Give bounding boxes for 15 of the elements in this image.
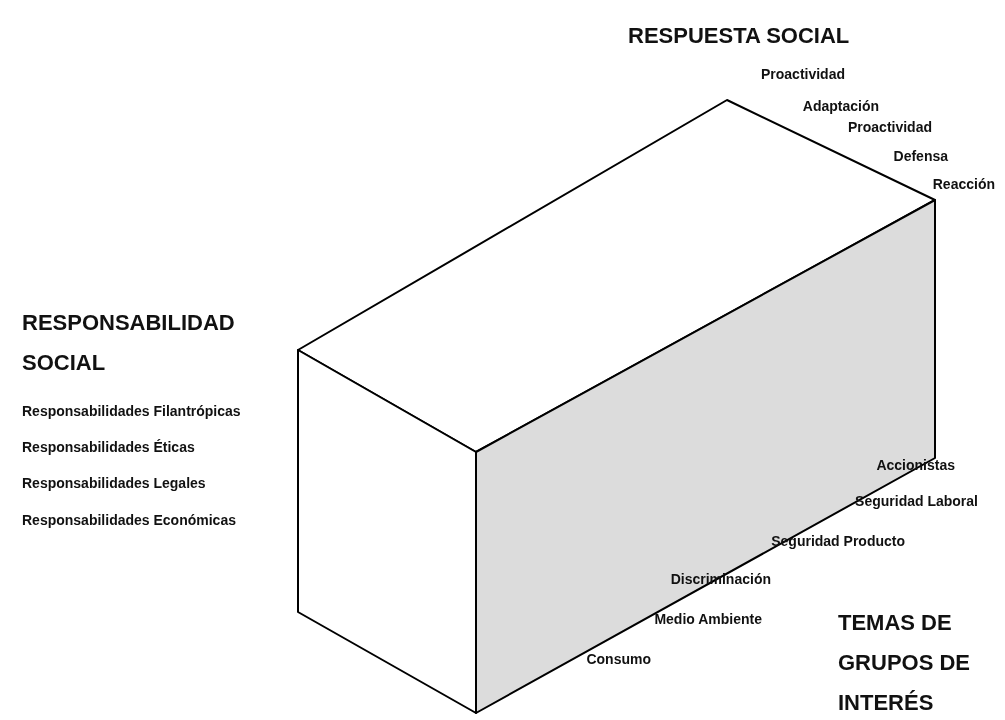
axis-title: RESPONSABILIDAD SOCIAL [22, 309, 236, 377]
axis-item-label: Responsabilidades Económicas [22, 511, 236, 529]
axis-item-label: Responsabilidades Legales [22, 474, 206, 492]
axis-item-label: Responsabilidades Éticas [22, 438, 195, 456]
axis-item-label: Proactividad [760, 65, 845, 83]
axis-item-label: Medio Ambiente [654, 610, 762, 628]
axis-title: TEMAS DE GRUPOS DE INTERÉS [838, 609, 972, 717]
axis-title: RESPUESTA SOCIAL [628, 22, 851, 50]
axis-item-label: Adaptación [802, 97, 879, 115]
axis-item-label: Responsabilidades Filantrópicas [22, 402, 241, 420]
axis-item-label: Consumo [586, 650, 651, 668]
axis-item-label: Proactividad [847, 118, 932, 136]
axis-item-label: Seguridad Laboral [855, 492, 978, 510]
axis-item-label: Defensa [893, 147, 948, 165]
axis-item-label: Reacción [932, 175, 995, 193]
